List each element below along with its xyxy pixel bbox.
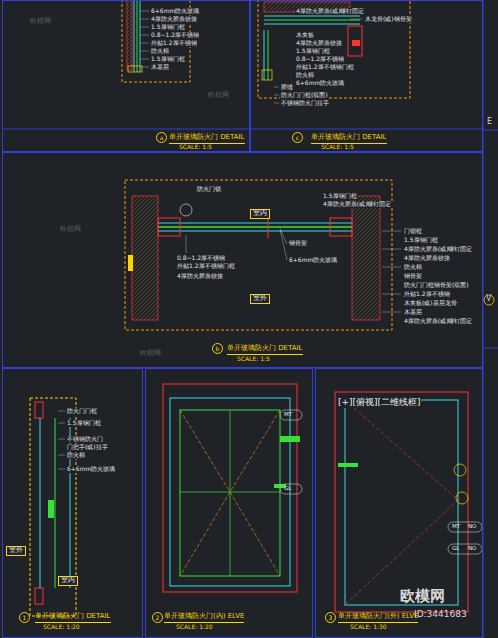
part-note: 0.8~1.2厚不锈钢 — [150, 32, 200, 39]
part-note: 4厚防火胶条(或)螺钉固定 — [295, 8, 366, 15]
scale-note: SCALE: 1:5 — [321, 144, 354, 151]
watermark: 欧模网 — [400, 588, 445, 605]
side-label: 室外 — [250, 294, 270, 304]
part-note: 1.5厚钢门框 — [66, 420, 102, 427]
tag-code: GL — [452, 545, 459, 551]
part-note: 1.5厚钢门框 — [150, 56, 186, 63]
part-note: 4厚防火胶条铰接 — [403, 255, 451, 262]
detail-title: 单开玻璃防火门 DETAIL — [35, 613, 111, 623]
detail-title: 单开玻璃防火门(外) ELVE — [338, 613, 418, 623]
part-note: 不锈钢防火门拉手 — [280, 100, 330, 107]
part-note: 外贴1.2厚不锈钢 — [403, 291, 451, 298]
callout-letter: a — [156, 132, 167, 143]
part-note: 木基层 — [403, 309, 423, 316]
part-note: 木夹板(或)基层龙骨 — [403, 300, 458, 307]
part-note: 外贴1.2厚不锈钢门框 — [176, 263, 236, 270]
watermark: 欧模网 — [60, 226, 81, 234]
part-note: 1.5厚钢门框 — [322, 193, 358, 200]
part-note: 门把手(或)拉手 — [66, 444, 109, 451]
callout-letter: 1 — [19, 612, 30, 623]
part-note: 木龙骨(或)钢骨架 — [364, 16, 413, 23]
scale-note: SCALE: 1:30 — [350, 624, 387, 631]
part-note: 0.8~1.2厚不锈钢 — [176, 255, 226, 262]
part-note: 外贴1.2厚不锈钢 — [150, 40, 198, 47]
part-note: 防火棉 — [66, 452, 86, 459]
part-note: 钢骨架 — [403, 273, 423, 280]
part-note: 木基层 — [150, 64, 170, 71]
part-note: 胶缝 — [280, 84, 294, 91]
part-note: 4厚防火胶条(或)螺钉固定 — [403, 246, 474, 253]
part-note: 1.5厚钢门框 — [150, 24, 186, 31]
part-note: 6+6mm防火玻璃 — [295, 80, 345, 87]
part-note: 4厚防火胶条(或)螺钉固定 — [403, 318, 474, 325]
part-note: 防火棉 — [150, 48, 170, 55]
part-note: 6+6mm防火玻璃 — [150, 8, 200, 15]
tag-code: NO — [468, 523, 476, 529]
part-note: 不锈钢防火门 — [66, 436, 104, 443]
side-label: 室外 — [6, 546, 26, 556]
scale-note: SCALE: 1:5 — [179, 144, 212, 151]
grid-letter: E — [487, 118, 492, 127]
watermark: 欧模网 — [208, 92, 229, 100]
part-note: 4厚防火胶条(或)螺钉固定 — [322, 201, 393, 208]
detail-title: 单开玻璃防火门 DETAIL — [227, 345, 303, 355]
callout-letter: 2 — [152, 612, 163, 623]
part-note: 防火棉 — [295, 72, 315, 79]
part-note: 4厚防火胶条铰接 — [176, 273, 224, 280]
part-note: 6+6mm防火玻璃 — [66, 466, 116, 473]
detail-title: 单开玻璃防火门 DETAIL — [169, 134, 245, 144]
drawing-panel: 单开玻璃防火门 DETAILSCALE: 1:5 — [250, 0, 483, 152]
watermark: 欧模网 — [30, 18, 51, 26]
part-note: 门锁框 — [403, 228, 423, 235]
tag-code: MT — [452, 523, 460, 529]
detail-title: 单开玻璃防火门(内) ELVE — [164, 613, 244, 623]
drawing-panel: 单开玻璃防火门(外) ELVESCALE: 1:30 — [315, 368, 483, 638]
part-note: 钢骨架 — [288, 240, 308, 247]
part-note: 4厚防火胶条铰接 — [150, 16, 198, 23]
part-note: 6+6mm防火玻璃 — [288, 257, 338, 264]
part-note: 木夹板 — [295, 32, 315, 39]
callout-letter: b — [212, 343, 223, 354]
scale-note: SCALE: 1:5 — [237, 356, 270, 363]
tag-code: GL — [284, 485, 291, 491]
viewport-label: [+][俯视][二维线框] — [338, 398, 421, 408]
watermark-id: ID:3441683 — [414, 610, 467, 620]
tag-code: MT — [284, 411, 292, 417]
callout-letter: c — [292, 132, 303, 143]
detail-title: 单开玻璃防火门 DETAIL — [311, 134, 387, 144]
part-note: 防火门锁 — [196, 186, 222, 193]
side-label: 室内 — [58, 576, 78, 586]
part-note: 外贴1.2厚不锈钢门框 — [295, 64, 355, 71]
part-note: 防火门门框 — [66, 408, 98, 415]
part-note: 防火棉 — [403, 264, 423, 271]
part-note: 0.8~1.2厚不锈钢 — [295, 56, 345, 63]
part-note: 防火门门框钢骨架(双面) — [403, 282, 470, 289]
drawing-panel: 单开玻璃防火门(内) ELVESCALE: 1:20 — [145, 368, 313, 638]
scale-note: SCALE: 1:20 — [43, 624, 80, 631]
part-note: 1.5厚钢门框 — [403, 237, 439, 244]
grid-letter: V — [486, 295, 491, 304]
scale-note: SCALE: 1:20 — [176, 624, 213, 631]
tag-code: NO — [468, 545, 476, 551]
part-note: 4厚防火胶条铰接 — [295, 40, 343, 47]
callout-letter: 3 — [325, 612, 336, 623]
side-label: 室内 — [250, 209, 270, 219]
part-note: 防火门门框(双面) — [280, 92, 329, 99]
part-note: 1.5厚钢门框 — [295, 48, 331, 55]
watermark: 欧模网 — [140, 350, 161, 358]
